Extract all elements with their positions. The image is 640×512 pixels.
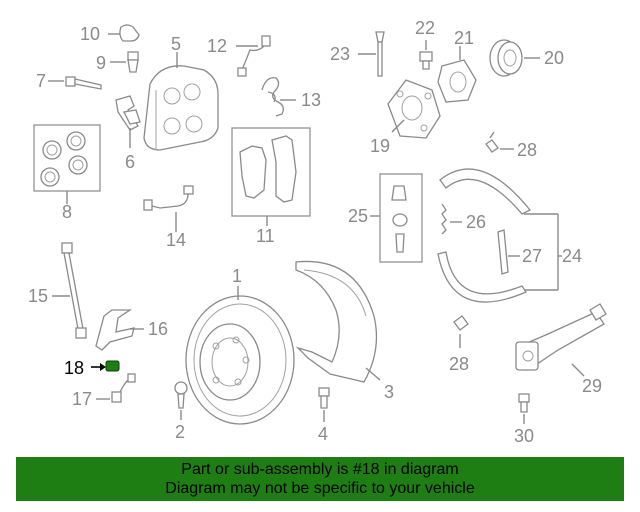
part-4-drawing [318,387,330,422]
callout-9: 9 [96,53,106,73]
part-24-drawing [437,168,562,303]
part-15-drawing [52,242,87,339]
part-5-drawing [143,52,219,151]
part-28-top-drawing [485,131,514,153]
part-21-drawing [437,46,477,103]
callout-5: 5 [171,34,181,54]
part-25-drawing [370,173,423,263]
part-22-drawing [419,40,433,70]
callout-12: 12 [207,36,227,56]
part-7-drawing [48,76,102,90]
part-19-drawing [387,79,441,139]
callout-29: 29 [582,376,602,396]
fitment-banner: Part or sub-assembly is #18 in diagram D… [16,457,624,501]
part-2-drawing [174,381,188,420]
callout-24: 24 [562,246,582,266]
callout-6: 6 [125,152,135,172]
part-26-drawing [441,203,462,235]
callout-16: 16 [148,319,168,339]
callout-28-top: 28 [517,140,537,160]
callout-3: 3 [384,382,394,402]
callout-15: 15 [28,286,48,306]
part-16-drawing [95,309,144,351]
callout-13: 13 [301,90,321,110]
callout-10: 10 [80,24,100,44]
part-6-drawing [115,95,141,148]
callout-26: 26 [466,212,486,232]
part-14-drawing [143,185,194,232]
callout-25: 25 [348,206,368,226]
callout-21: 21 [454,28,474,48]
part-20-drawing [489,39,540,77]
banner-line-2: Diagram may not be specific to your vehi… [165,480,475,497]
callout-28-bottom: 28 [449,354,469,374]
callout-30: 30 [514,426,534,446]
part-29-drawing [515,303,607,377]
part-1-drawing [185,286,295,425]
callout-23: 23 [330,44,350,64]
callout-18: 18 [64,358,84,378]
callout-19: 19 [370,136,390,156]
callout-20: 20 [544,48,564,68]
part-12-drawing [236,35,271,77]
parts-diagram: 10 9 7 5 6 8 [28,18,607,446]
part-18-drawing [91,360,120,372]
callout-27: 27 [522,246,542,266]
part-28-bottom-drawing [453,315,469,348]
banner-line-1: Part or sub-assembly is #18 in diagram [181,461,459,478]
callout-8: 8 [62,202,72,222]
part-27-drawing [497,229,520,275]
part-3-drawing [295,260,381,383]
callout-22: 22 [415,18,435,38]
callout-7: 7 [36,71,46,91]
callout-2: 2 [175,422,185,442]
part-8-drawing [33,124,101,204]
callout-14: 14 [166,230,186,250]
callout-11: 11 [256,226,275,246]
part-13-drawing [261,77,296,117]
callout-17: 17 [72,389,92,409]
callout-4: 4 [318,424,328,444]
part-30-drawing [518,393,530,424]
part-23-drawing [358,31,385,77]
part-11-drawing [231,127,311,226]
part-10-drawing [108,24,140,42]
part-9-drawing [110,51,139,73]
part-17-drawing [96,373,136,403]
callout-1: 1 [232,266,242,286]
